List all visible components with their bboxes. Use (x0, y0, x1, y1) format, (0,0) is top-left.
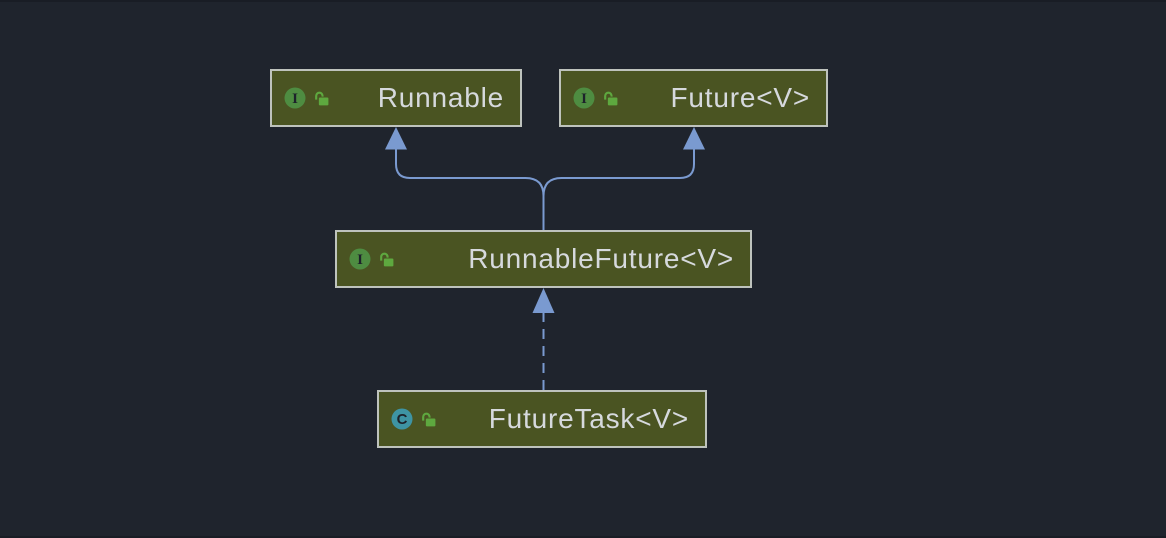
extends-edge-runnablefuture-to-future (542, 149, 695, 230)
extends-edge-runnablefuture-to-runnable (395, 149, 545, 230)
public-visibility-lock-icon (604, 91, 618, 105)
interface-icon: I (573, 87, 595, 109)
implements-arrowhead-runnablefuture (532, 288, 555, 313)
class-node-runnable[interactable]: I Runnable (270, 69, 522, 127)
public-visibility-lock-icon (422, 412, 436, 426)
window-edge (0, 536, 1166, 538)
class-node-future[interactable]: I Future<V> (559, 69, 828, 127)
class-node-future-task[interactable]: C FutureTask<V> (377, 390, 707, 448)
public-visibility-lock-icon (380, 252, 394, 266)
inheritance-arrowhead-runnable (385, 127, 407, 150)
public-visibility-lock-icon (315, 91, 329, 105)
interface-icon: I (284, 87, 306, 109)
interface-icon: I (349, 248, 371, 270)
class-name-label: FutureTask<V> (488, 403, 689, 434)
svg-text:C: C (397, 411, 408, 428)
svg-text:I: I (292, 91, 298, 107)
class-name-label: Future<V> (670, 82, 810, 113)
class-name-label: RunnableFuture<V> (468, 243, 734, 274)
svg-text:I: I (357, 252, 363, 268)
class-icon: C (391, 408, 413, 430)
window-edge (0, 0, 1166, 2)
class-node-runnable-future[interactable]: I RunnableFuture<V> (335, 230, 752, 288)
class-name-label: Runnable (377, 82, 504, 113)
inheritance-arrowhead-future (683, 127, 705, 150)
svg-text:I: I (581, 91, 587, 107)
